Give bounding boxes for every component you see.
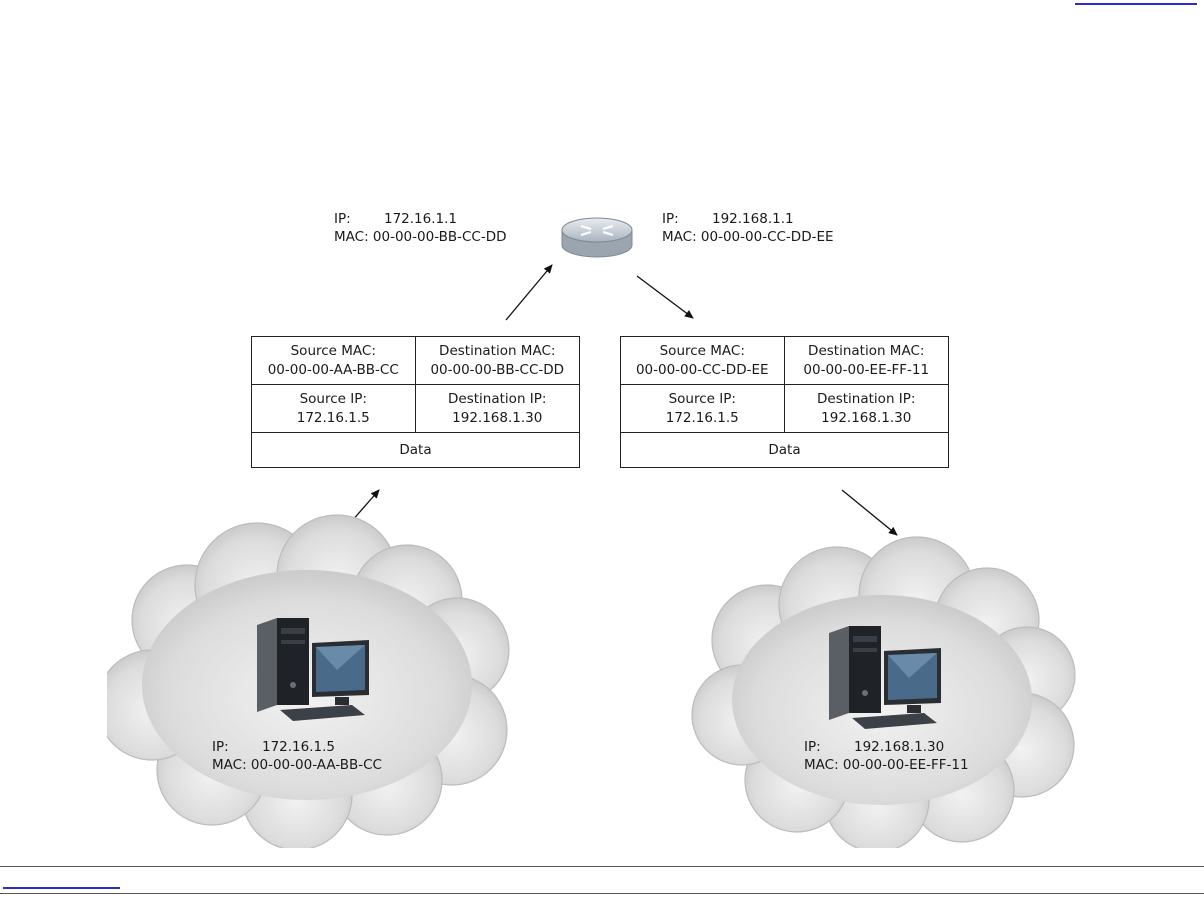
frame-label: Source MAC: (659, 342, 745, 359)
host-right-mac: 00-00-00-EE-FF-11 (842, 757, 969, 773)
frame-source-ip-cell: Source IP: 172.16.1.5 (252, 385, 416, 433)
frame-source-ip-cell: Source IP: 172.16.1.5 (621, 385, 785, 433)
ip-label: IP: (662, 211, 679, 227)
frame-value: 00-00-00-CC-DD-EE (635, 361, 769, 378)
host-right-ip: 192.168.1.30 (854, 739, 945, 755)
frame-label: Destination MAC: (439, 342, 556, 359)
host-left-mac: 00-00-00-AA-BB-CC (250, 757, 382, 773)
host-right-address: IP: 192.168.1.30 MAC: 00-00-00-EE-FF-11 (804, 738, 969, 774)
bottom-nav-link[interactable] (3, 887, 120, 889)
router-right-address: IP: 192.168.1.1 MAC: 00-00-00-CC-DD-EE (662, 210, 834, 246)
frame-data-cell: Data (399, 441, 432, 458)
ip-label: IP: (334, 211, 351, 227)
mac-label: MAC: (804, 757, 839, 773)
frame-dest-ip-cell: Destination IP: 192.168.1.30 (415, 385, 579, 433)
frame-right: Source MAC: 00-00-00-CC-DD-EE Destinatio… (620, 336, 949, 468)
frame-value: 172.16.1.5 (665, 409, 739, 426)
frame-dest-mac-cell: Destination MAC: 00-00-00-BB-CC-DD (415, 337, 579, 385)
computer-icon-right (829, 626, 941, 729)
ip-label: IP: (804, 739, 821, 755)
network-diagram: IP: 172.16.1.1 MAC: 00-00-00-BB-CC-DD IP:… (107, 200, 1097, 848)
cloud-right (691, 536, 1076, 848)
frame-label: Source MAC: (290, 342, 376, 359)
arrow-frame2-to-host2 (841, 489, 898, 536)
mac-label: MAC: (334, 229, 369, 245)
computer-icon-left (257, 618, 369, 721)
frame-label: Destination IP: (817, 390, 916, 407)
frame-value: 00-00-00-BB-CC-DD (430, 361, 565, 378)
frame-value: 172.16.1.5 (296, 409, 370, 426)
router-icon (561, 217, 633, 258)
divider-bottom (0, 893, 1204, 894)
diagram-graphics (107, 217, 1076, 848)
frame-source-mac-cell: Source MAC: 00-00-00-AA-BB-CC (252, 337, 416, 385)
frame-label: Source IP: (299, 390, 367, 407)
frame-label: Source IP: (668, 390, 736, 407)
frame-label: Destination MAC: (808, 342, 925, 359)
frame-data-cell: Data (768, 441, 801, 458)
frame-left: Source MAC: 00-00-00-AA-BB-CC Destinatio… (251, 336, 580, 468)
frame-value: 00-00-00-AA-BB-CC (267, 361, 399, 378)
router-left-ip: 172.16.1.1 (384, 211, 457, 227)
frame-source-mac-cell: Source MAC: 00-00-00-CC-DD-EE (621, 337, 785, 385)
frame-value: 192.168.1.30 (452, 409, 543, 426)
divider-top (0, 866, 1204, 867)
router-right-ip: 192.168.1.1 (712, 211, 794, 227)
ip-label: IP: (212, 739, 229, 755)
router-left-mac: 00-00-00-BB-CC-DD (372, 229, 507, 245)
router-right-mac: 00-00-00-CC-DD-EE (700, 229, 834, 245)
host-left-ip: 172.16.1.5 (262, 739, 335, 755)
frame-value: 192.168.1.30 (821, 409, 912, 426)
frame-dest-mac-cell: Destination MAC: 00-00-00-EE-FF-11 (784, 337, 948, 385)
arrow-frame1-to-router (505, 264, 553, 321)
frame-dest-ip-cell: Destination IP: 192.168.1.30 (784, 385, 948, 433)
frame-label: Destination IP: (448, 390, 547, 407)
mac-label: MAC: (662, 229, 697, 245)
cloud-left (107, 514, 510, 848)
arrow-router-to-frame2 (636, 275, 694, 319)
frame-value: 00-00-00-EE-FF-11 (803, 361, 930, 378)
top-nav-link[interactable] (1075, 0, 1197, 5)
mac-label: MAC: (212, 757, 247, 773)
router-left-address: IP: 172.16.1.1 MAC: 00-00-00-BB-CC-DD (334, 210, 507, 246)
host-left-address: IP: 172.16.1.5 MAC: 00-00-00-AA-BB-CC (212, 738, 382, 774)
